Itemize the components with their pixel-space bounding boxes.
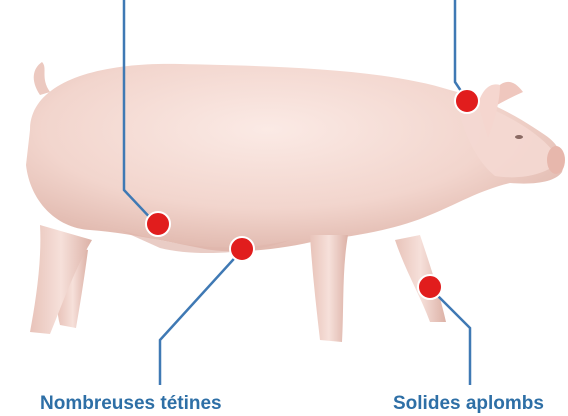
- callout-dot-legs: [418, 275, 442, 299]
- label-legs: Solides aplombs: [393, 394, 544, 413]
- pig-illustration: [26, 62, 565, 342]
- pig-front-leg-near: [310, 235, 348, 342]
- label-teats: Nombreuses tétines: [40, 394, 222, 413]
- callout-dot-ear: [455, 89, 479, 113]
- callout-dot-teats: [230, 237, 254, 261]
- callout-line-bottom-left: [160, 250, 242, 385]
- pig-snout: [547, 146, 565, 174]
- pig-tail: [34, 62, 50, 95]
- callout-dot-flank: [146, 212, 170, 236]
- pig-eye: [515, 135, 523, 139]
- callout-line-top-right: [455, 0, 467, 100]
